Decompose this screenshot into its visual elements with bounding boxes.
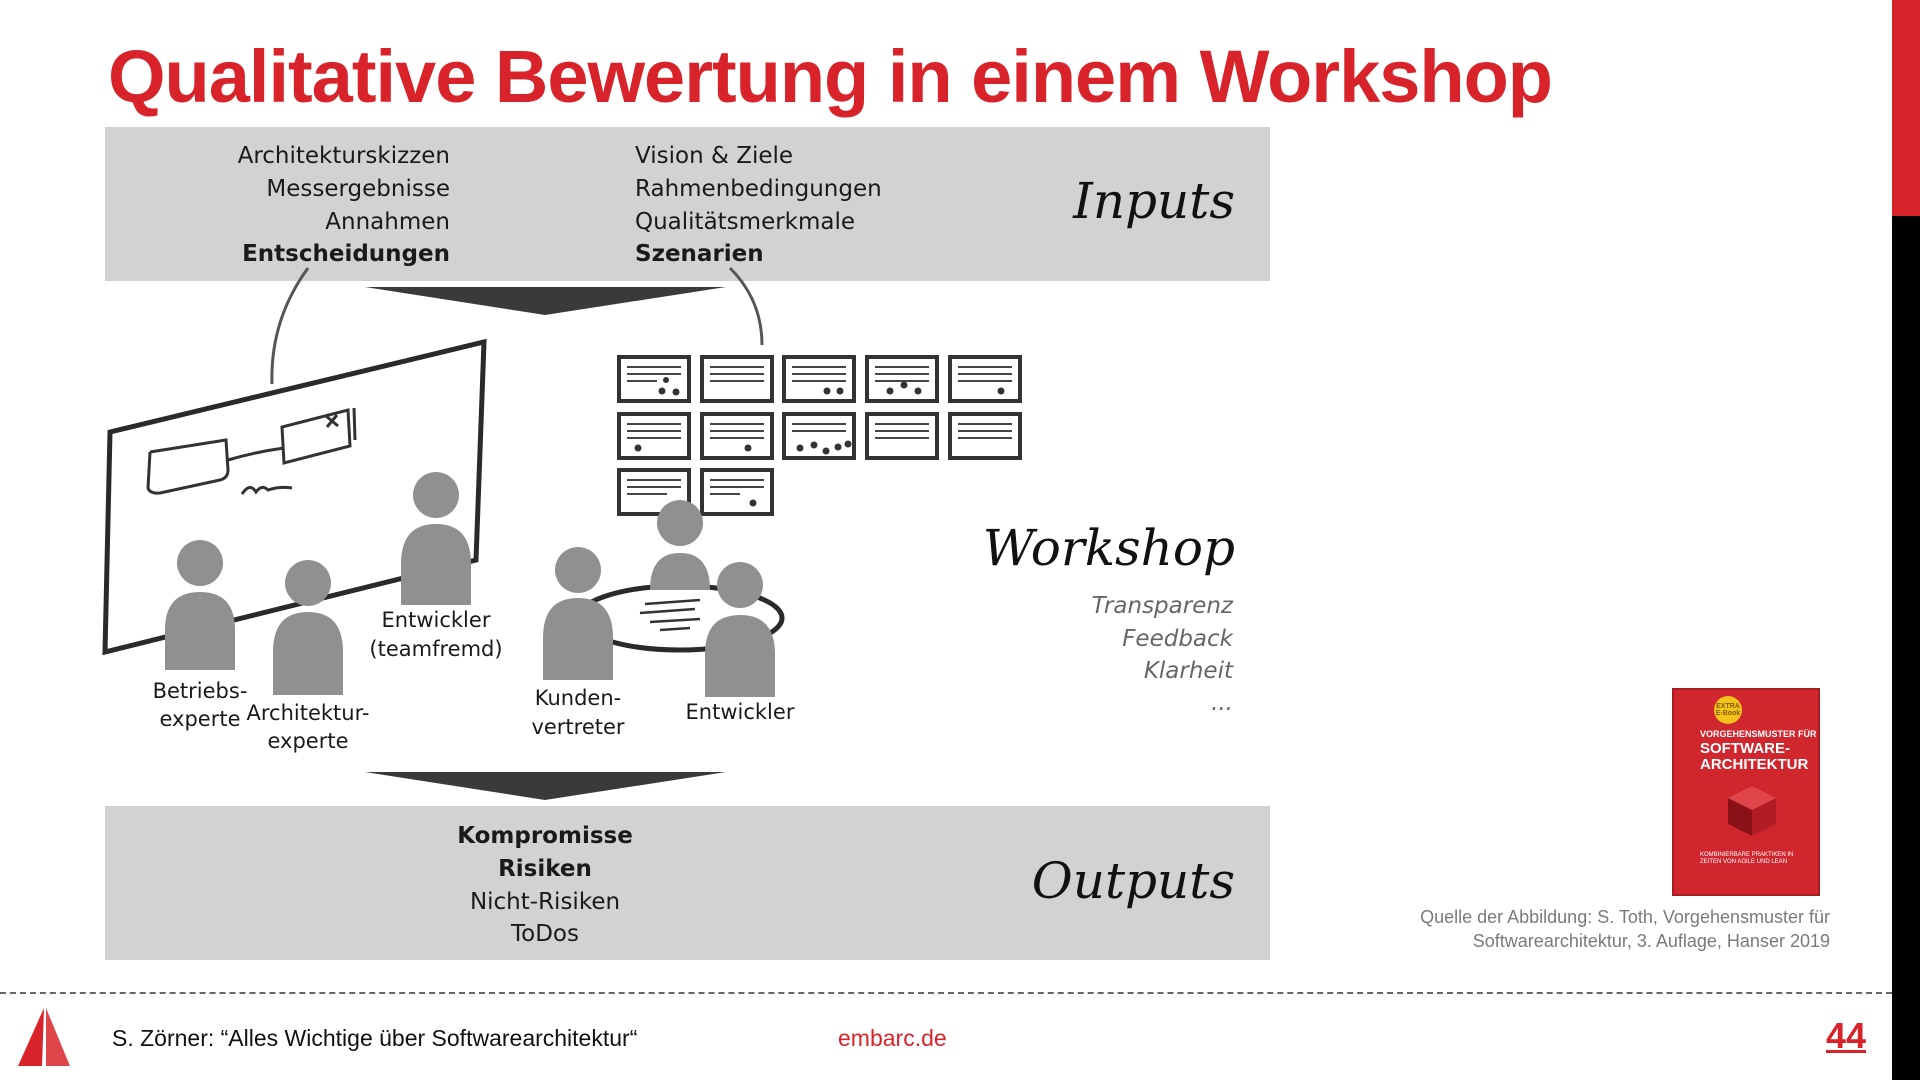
input-left-3: Annahmen	[325, 209, 450, 235]
book-subtitle: KOMBINIERBARE PRAKTIKEN IN ZEITEN VON AG…	[1700, 852, 1794, 865]
outputs-arrow	[365, 772, 726, 800]
people	[165, 472, 775, 697]
person-entwickler-teamfremd	[401, 472, 471, 605]
person-entwickler-top	[650, 500, 710, 590]
input-right-2: Rahmenbedingungen	[635, 176, 882, 202]
book-cover: EXTRA E-Book VORGEHENSMUSTER FÜR SOFTWAR…	[1672, 688, 1820, 896]
input-left-2: Messergebnisse	[266, 176, 450, 202]
input-right-3: Qualitätsmerkmale	[635, 209, 855, 235]
label-kunde-1: Kunden-	[535, 686, 621, 710]
book-title-line-1: SOFTWARE-	[1700, 740, 1790, 757]
label-entwickler-fremd-1: Entwickler	[382, 608, 491, 632]
workshop-label: Workshop	[983, 519, 1235, 577]
quality-2: Feedback	[1122, 626, 1234, 652]
inputs-label: Inputs	[1072, 172, 1235, 230]
right-accent-bar	[1892, 0, 1920, 216]
label-entwickler-fremd-2: (teamfremd)	[369, 637, 502, 661]
person-entwickler	[705, 562, 775, 697]
workshop-diagram: Architekturskizzen Messergebnisse Annahm…	[102, 127, 1270, 960]
book-title: SOFTWARE- ARCHITEKTUR	[1700, 741, 1808, 773]
input-right-4: Szenarien	[635, 241, 764, 267]
inputs-box	[105, 127, 1270, 281]
footer-presentation-title: S. Zörner: “Alles Wichtige über Software…	[112, 1025, 638, 1051]
input-right-1: Vision & Ziele	[635, 143, 793, 169]
output-2: Risiken	[498, 856, 592, 882]
book-cube-icon	[1728, 786, 1776, 836]
output-4: ToDos	[510, 921, 579, 947]
quality-1: Transparenz	[1092, 593, 1234, 619]
label-architekt-1: Architektur-	[247, 701, 370, 725]
person-betriebsexperte	[165, 540, 235, 670]
footer-divider	[0, 992, 1892, 994]
quality-4: ...	[1211, 690, 1233, 716]
person-kundenvertreter	[543, 547, 613, 680]
page-title: Qualitative Bewertung in einem Workshop	[108, 35, 1553, 118]
outputs-box	[105, 806, 1270, 960]
label-entwickler: Entwickler	[686, 700, 795, 724]
person-architekturexperte	[273, 560, 343, 695]
book-title-line-2: ARCHITEKTUR	[1700, 756, 1809, 773]
source-line-2: Softwarearchitektur, 3. Auflage, Hanser …	[1472, 931, 1830, 951]
connector-sketches	[270, 267, 310, 385]
input-left-1: Architekturskizzen	[238, 143, 450, 169]
quality-3: Klarheit	[1144, 658, 1234, 684]
footer-website-link[interactable]: embarc.de	[838, 1025, 947, 1051]
book-badge: EXTRA E-Book	[1714, 696, 1742, 724]
input-left-4: Entscheidungen	[242, 241, 450, 267]
source-line-1: Quelle der Abbildung: S. Toth, Vorgehens…	[1420, 907, 1830, 927]
outputs-label: Outputs	[1032, 852, 1235, 910]
output-3: Nicht-Risiken	[470, 889, 620, 915]
connector-scenarios	[728, 266, 764, 346]
label-betrieb-2: experte	[159, 707, 240, 731]
label-architekt-2: experte	[267, 729, 348, 753]
label-betrieb-1: Betriebs-	[153, 679, 248, 703]
card-lines	[627, 366, 1012, 495]
inputs-arrow	[365, 287, 726, 315]
book-pretitle: VORGEHENSMUSTER FÜR	[1700, 729, 1817, 739]
scenario-cards	[617, 355, 1022, 516]
image-source: Quelle der Abbildung: S. Toth, Vorgehens…	[1420, 905, 1830, 953]
output-1: Kompromisse	[457, 823, 633, 849]
card-dots	[634, 377, 1005, 507]
page-number: 44	[1825, 1015, 1866, 1056]
right-dark-bar	[1892, 216, 1920, 1080]
label-kunde-2: vertreter	[531, 715, 624, 739]
embarc-logo-icon	[18, 1008, 70, 1066]
